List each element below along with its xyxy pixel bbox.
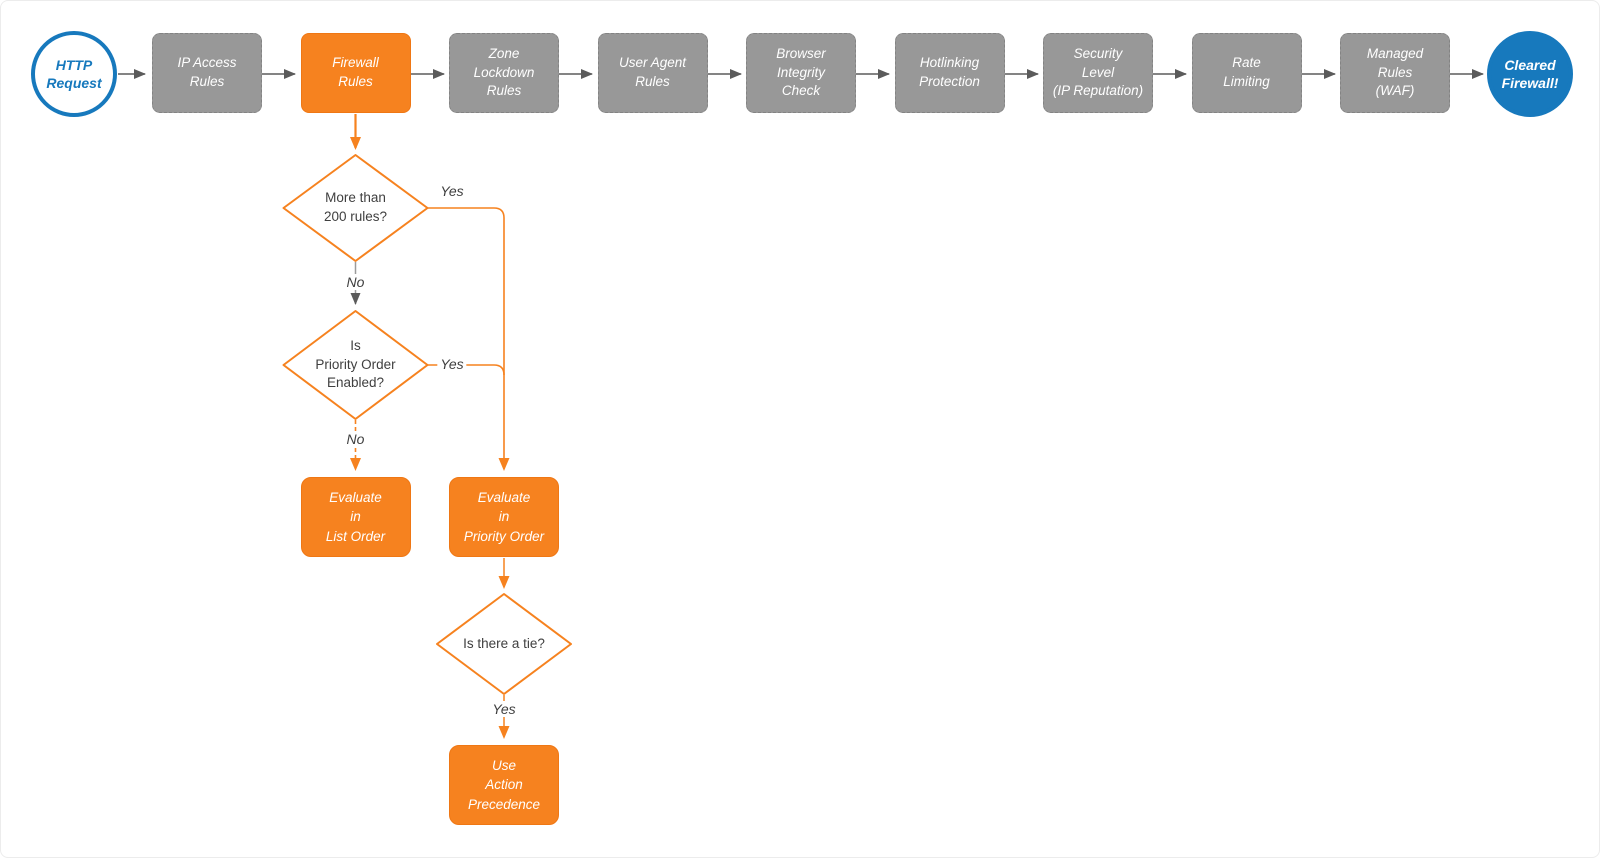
action-evaluate-in-priority-order: Evaluate in Priority Order (449, 477, 559, 557)
edge-label-decision1-no: No (343, 274, 368, 290)
decision-more-than-200-rules-label: More than 200 rules? (323, 190, 388, 224)
end-node-cleared-firewall: Cleared Firewall! (1487, 31, 1573, 117)
stage-managed-rules-waf: Managed Rules (WAF) (1340, 33, 1450, 113)
stage-browser-integrity-check: Browser Integrity Check (746, 33, 856, 113)
stage-security-level-ip-reputation: Security Level (IP Reputation) (1043, 33, 1153, 113)
decision-is-there-a-tie-label: Is there a tie? (463, 635, 545, 651)
edge-label-decision3-yes: Yes (489, 701, 519, 717)
action-evaluate-in-list-order: Evaluate in List Order (300, 477, 411, 557)
edge-label-decision2-yes: Yes (437, 356, 467, 372)
decision-priority-order-enabled-label: Is Priority Order Enabled? (315, 338, 396, 391)
action-use-action-precedence: Use Action Precedence (449, 745, 559, 825)
stage-rate-limiting: Rate Limiting (1191, 33, 1302, 113)
start-node-http-request: HTTP Request (31, 31, 117, 117)
edge-label-decision1-yes: Yes (440, 183, 464, 199)
stage-zone-lockdown-rules: Zone Lockdown Rules (449, 33, 559, 113)
edge-label-decision2-no: No (343, 431, 368, 447)
stage-ip-access-rules: IP Access Rules (152, 33, 262, 113)
stage-user-agent-rules: User Agent Rules (597, 33, 708, 113)
connector-decision1-yes-to-priority-order (427, 207, 510, 471)
stage-hotlinking-protection: Hotlinking Protection (894, 33, 1005, 113)
stage-firewall-rules: Firewall Rules (300, 33, 411, 113)
